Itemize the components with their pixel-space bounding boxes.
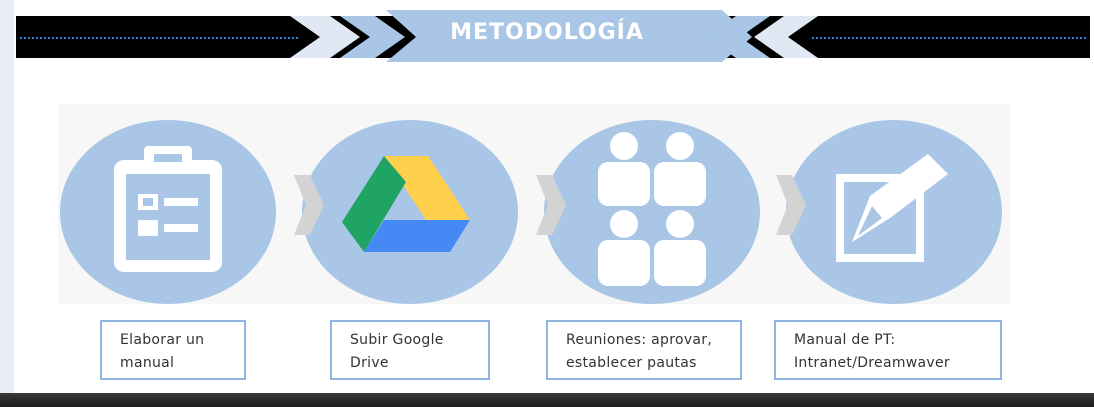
step-3-caption-line-2: establecer pautas xyxy=(566,355,697,371)
edit-document-icon xyxy=(836,154,948,262)
people-group-icon xyxy=(598,132,706,286)
step-1-caption: Elaborar un manual xyxy=(100,320,246,380)
step-2-caption: Subir Google Drive xyxy=(330,320,490,380)
chevron-right-icon xyxy=(294,175,324,235)
step-4-caption-line-2: Intranet/Dreamwaver xyxy=(794,355,950,371)
chevron-right-icon xyxy=(776,175,806,235)
step-2-circle xyxy=(302,120,518,304)
step-3-caption: Reuniones: aprovar, establecer pautas xyxy=(546,320,742,380)
header-bar xyxy=(16,10,1090,62)
step-4-caption: Manual de PT: Intranet/Dreamwaver xyxy=(774,320,1002,380)
google-drive-icon xyxy=(342,156,470,252)
step-4-caption-line-1: Manual de PT: xyxy=(794,332,896,348)
step-1-caption-line-1: Elaborar un xyxy=(120,332,205,348)
bottom-border xyxy=(0,393,1094,407)
step-3-circle xyxy=(544,120,760,304)
page-title: METODOLOGÍA xyxy=(450,20,644,45)
step-3-caption-line-1: Reuniones: aprovar, xyxy=(566,332,713,348)
step-2-caption-line-2: Drive xyxy=(350,355,389,371)
step-1-caption-line-2: manual xyxy=(120,355,175,371)
chevron-right-icon xyxy=(536,175,566,235)
clipboard-checklist-icon xyxy=(114,146,222,272)
step-2-caption-line-1: Subir Google xyxy=(350,332,444,348)
